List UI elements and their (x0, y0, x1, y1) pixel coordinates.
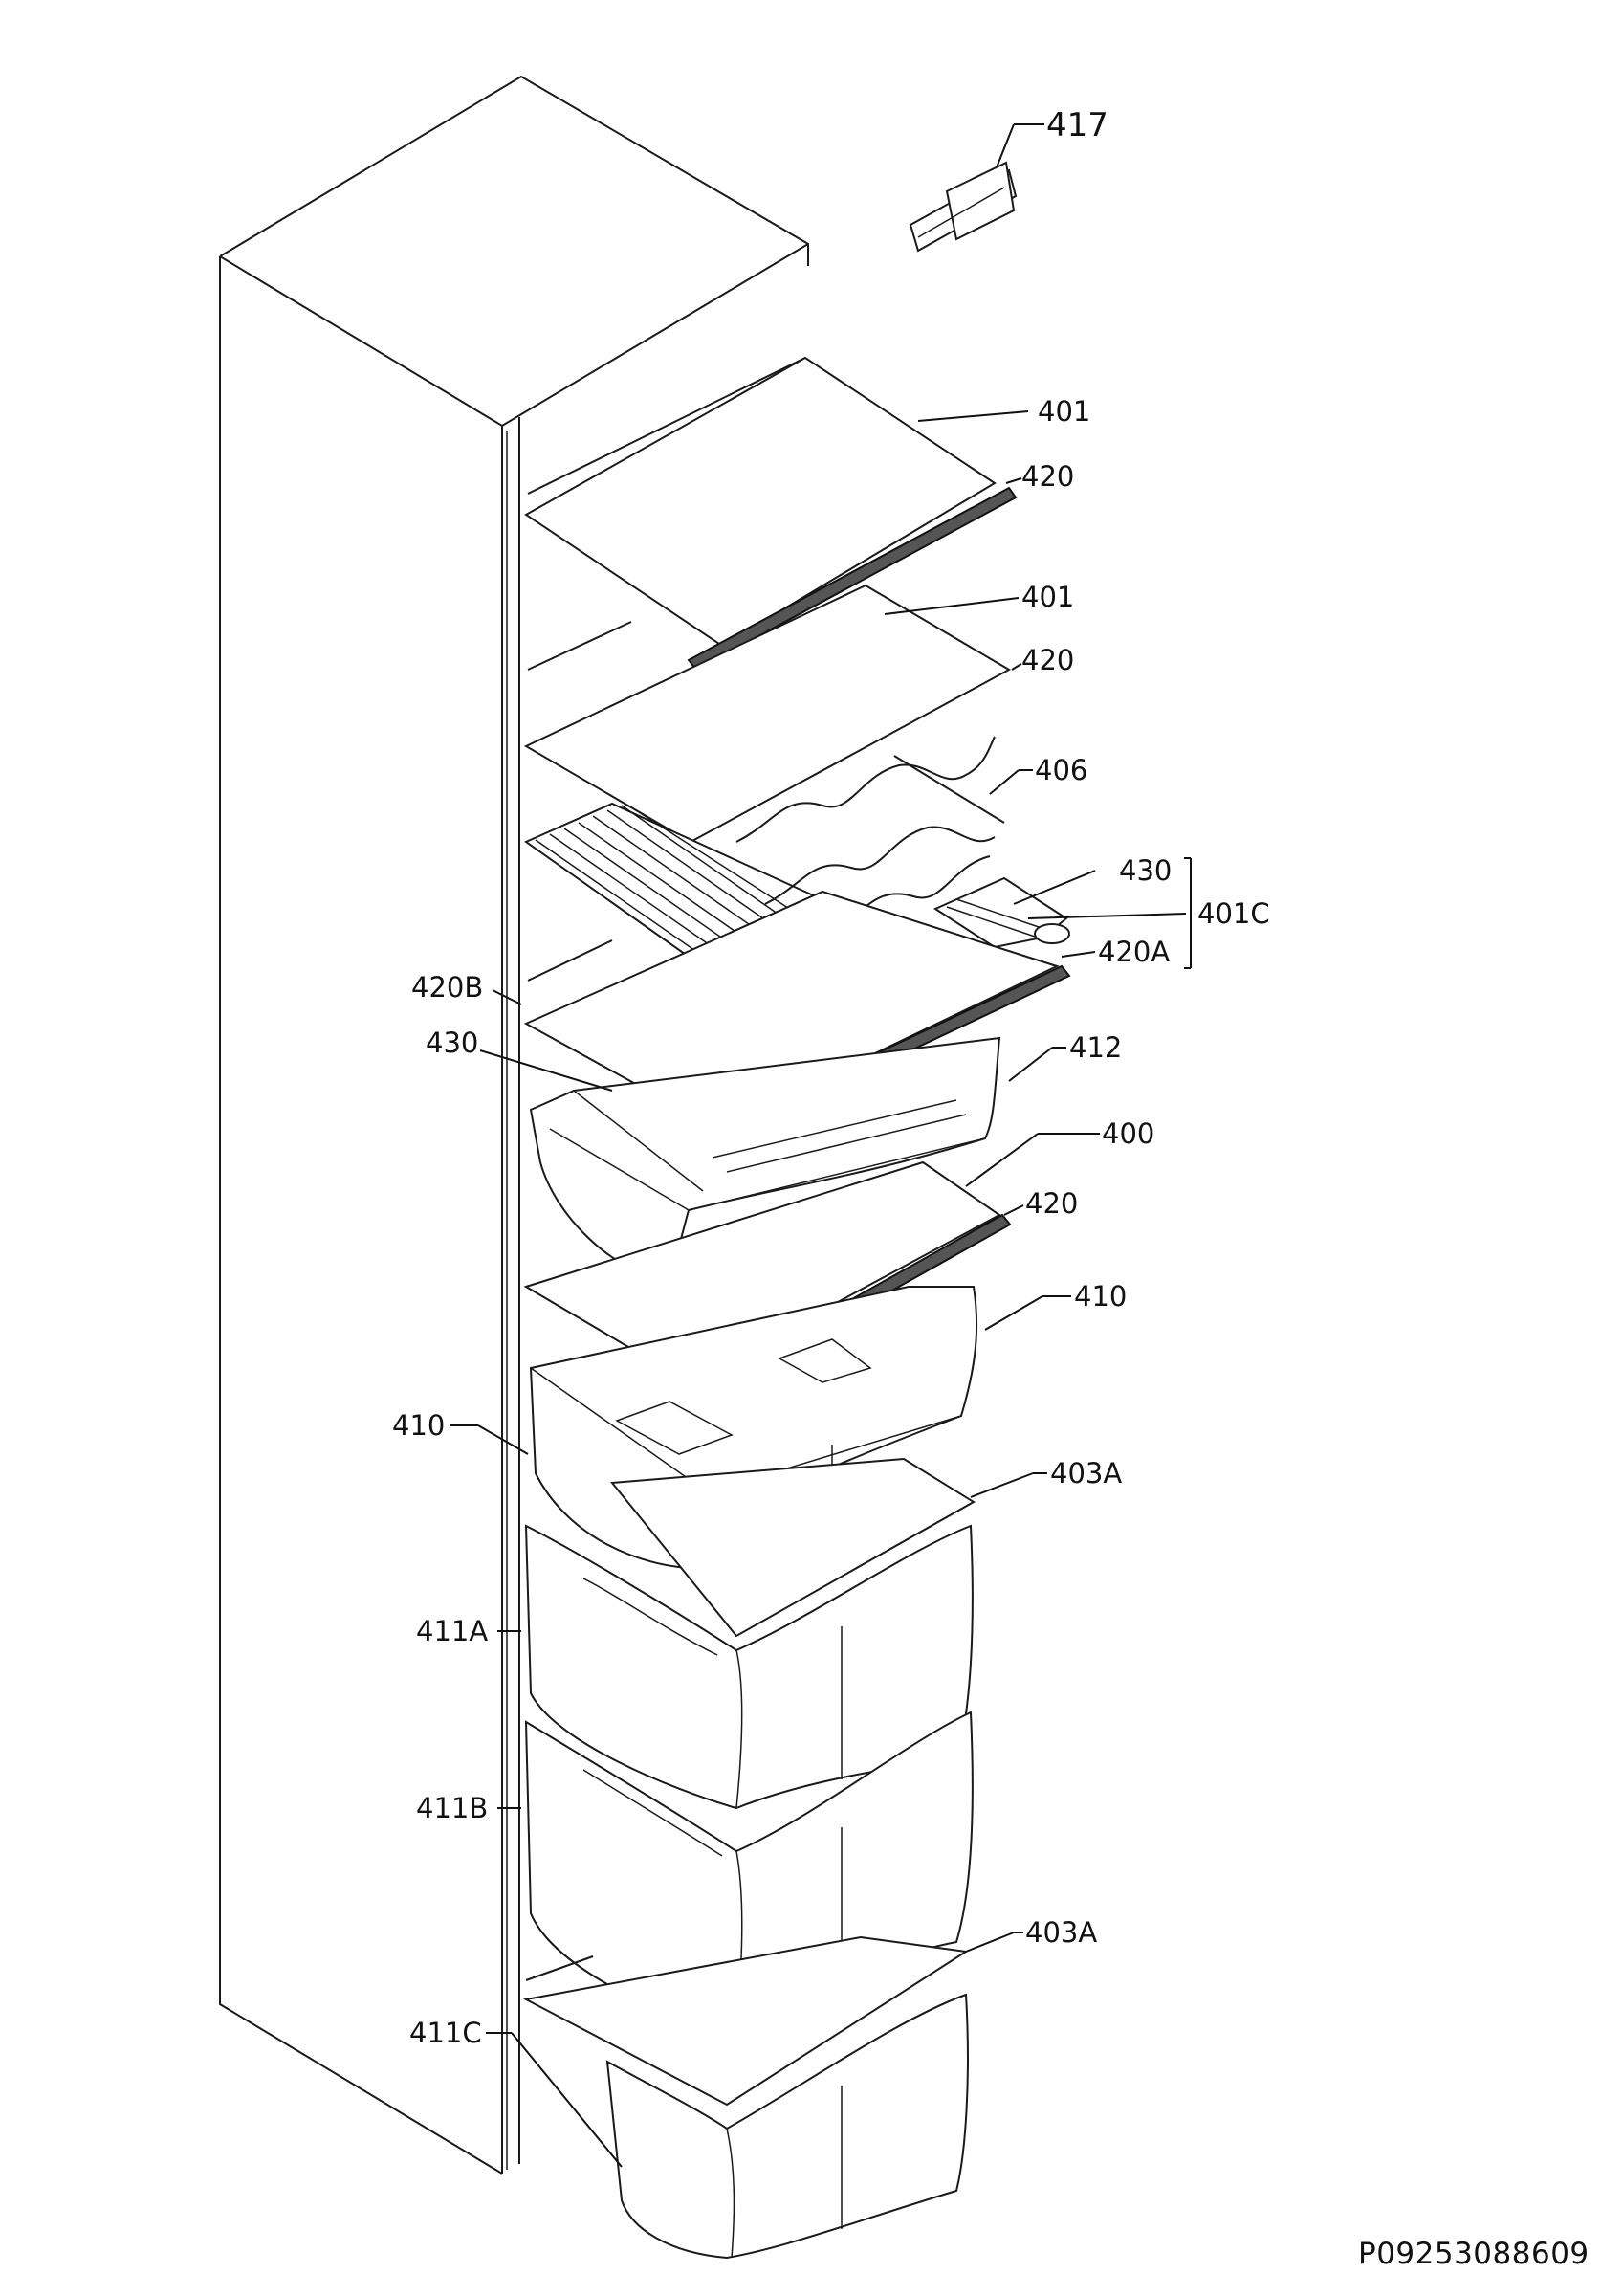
glass-403a-upper (610, 1457, 976, 1638)
label-430-bottom: 430 (426, 1027, 478, 1059)
leader-lines (450, 410, 1192, 2168)
label-420a: 420A (1098, 936, 1170, 968)
label-403a-upper: 403A (1050, 1457, 1122, 1490)
label-420-second: 420 (1021, 644, 1074, 676)
label-406: 406 (1035, 754, 1087, 786)
shelf-401-second (523, 584, 1012, 844)
label-401-top: 401 (1038, 395, 1090, 428)
label-430-top: 430 (1119, 854, 1172, 887)
label-411c: 411C (409, 2017, 482, 2049)
part-labels: 417 401 420 401 420 406 430 401C 420A 42… (392, 106, 1270, 2049)
cabinet (219, 75, 809, 2175)
label-410-left: 410 (392, 1409, 445, 1442)
shelf-401-top (524, 356, 1018, 672)
label-420b: 420B (411, 971, 483, 1004)
part-430-top (932, 876, 1070, 949)
label-401c: 401C (1197, 897, 1270, 930)
drawer-411c (605, 1993, 969, 2260)
part-417 (909, 123, 1044, 253)
label-403a-lower: 403A (1025, 1916, 1097, 1949)
label-411b: 411B (416, 1792, 488, 1824)
label-420-top: 420 (1021, 460, 1074, 493)
label-401-second: 401 (1021, 581, 1074, 613)
diagram-reference-code: P09253088609 (1358, 2237, 1590, 2271)
drawer-411a (524, 1524, 974, 1810)
label-410-right: 410 (1074, 1280, 1127, 1313)
label-412: 412 (1069, 1031, 1122, 1064)
label-411a: 411A (416, 1615, 488, 1647)
label-420-third: 420 (1025, 1187, 1078, 1220)
label-417: 417 (1046, 106, 1108, 144)
drawer-412 (529, 1036, 1001, 1284)
label-400: 400 (1102, 1117, 1154, 1150)
